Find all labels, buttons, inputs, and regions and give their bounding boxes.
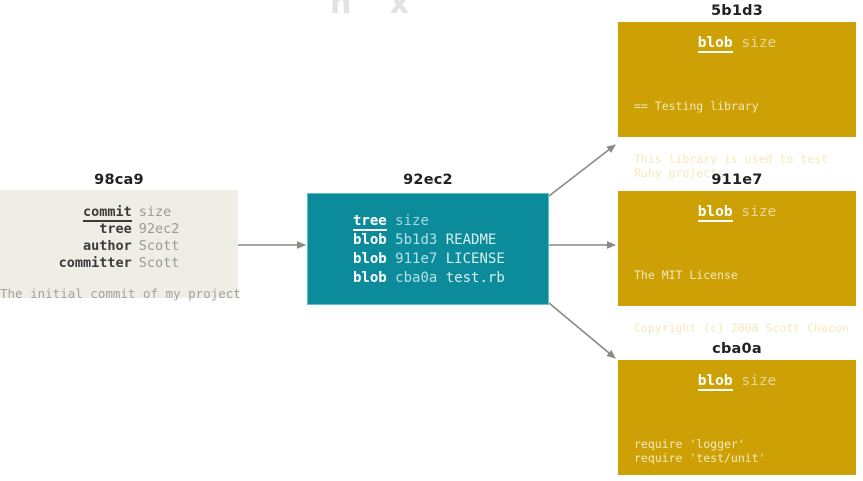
tree-entry-name: README (445, 232, 497, 248)
blob-paragraph: This library is used to test Ruby projec… (634, 152, 828, 180)
commit-fields-table: commit size tree 92ec2 author Scott comm… (59, 204, 180, 272)
blob-paragraph: require 'logger' require 'test/unit' (634, 437, 766, 465)
commit-field-key: committer (58, 255, 132, 271)
tree-header-line: tree size (353, 212, 548, 231)
tree-entry-row: blob 5b1d3 README (353, 231, 548, 250)
blob-hash-label: cba0a (712, 341, 762, 357)
blob-size-label: size (741, 204, 777, 220)
tree-hash-label: 92ec2 (403, 172, 453, 188)
watermark-text: n x (330, 0, 424, 21)
commit-field-value: size (138, 204, 172, 220)
blob-object-node[interactable]: blob size == Testing library This librar… (618, 22, 856, 180)
tree-entry-type: blob (353, 270, 387, 286)
commit-message: The initial commit of my project (0, 286, 241, 301)
commit-field-value: Scott (138, 238, 180, 254)
tree-entry-hash: cba0a (395, 270, 438, 286)
commit-field-key: tree (99, 221, 132, 237)
blob-keyword: blob (697, 35, 733, 53)
commit-field-key: commit (82, 204, 132, 222)
tree-entry-row: blob cba0a test.rb (353, 269, 548, 288)
arrow-tree-to-blob-cba0a (548, 302, 616, 359)
commit-field-row: tree 92ec2 (59, 221, 180, 238)
blob-header-line: blob size (618, 371, 856, 391)
commit-field-row: commit size (59, 204, 180, 222)
commit-field-value: Scott (138, 255, 180, 271)
blob-header-line: blob size (618, 33, 856, 53)
tree-entry-hash: 911e7 (395, 251, 438, 267)
tree-entry-hash: 5b1d3 (395, 232, 438, 248)
blob-keyword: blob (697, 204, 733, 222)
tree-entry-type: blob (353, 251, 387, 267)
blob-header-line: blob size (618, 202, 856, 222)
blob-content: == Testing library This library is used … (618, 71, 856, 208)
blob-object-node[interactable]: blob size require 'logger' require 'test… (618, 360, 856, 475)
commit-hash-label: 98ca9 (94, 172, 144, 188)
commit-field-key: author (82, 238, 132, 254)
blob-paragraph: Copyright (c) 2008 Scott Chacon (634, 321, 849, 335)
blob-size-label: size (741, 35, 777, 51)
commit-field-row: author Scott (59, 238, 180, 255)
blob-content: require 'logger' require 'test/unit' cla… (618, 409, 856, 481)
blob-object-node[interactable]: blob size The MIT License Copyright (c) … (618, 191, 856, 402)
tree-entry-name: LICENSE (445, 251, 505, 267)
blob-hash-label: 5b1d3 (710, 3, 764, 19)
blob-paragraph: == Testing library (634, 99, 759, 113)
tree-size-label: size (395, 213, 429, 229)
tree-object-node[interactable]: tree size blob 5b1d3 README blob 911e7 L… (307, 193, 549, 305)
tree-entry-row: blob 911e7 LICENSE (353, 250, 548, 269)
blob-keyword: blob (697, 373, 733, 391)
tree-keyword: tree (353, 213, 387, 231)
blob-paragraph: The MIT License (634, 268, 738, 282)
commit-field-value: 92ec2 (138, 221, 180, 237)
blob-hash-label: 911e7 (711, 172, 763, 188)
tree-entry-name: test.rb (445, 270, 505, 286)
arrow-tree-to-blob-5b1d3 (548, 144, 616, 197)
commit-object-node[interactable]: commit size tree 92ec2 author Scott comm… (0, 190, 241, 301)
tree-entry-type: blob (353, 232, 387, 248)
blob-size-label: size (741, 373, 777, 389)
commit-field-row: committer Scott (59, 255, 180, 272)
